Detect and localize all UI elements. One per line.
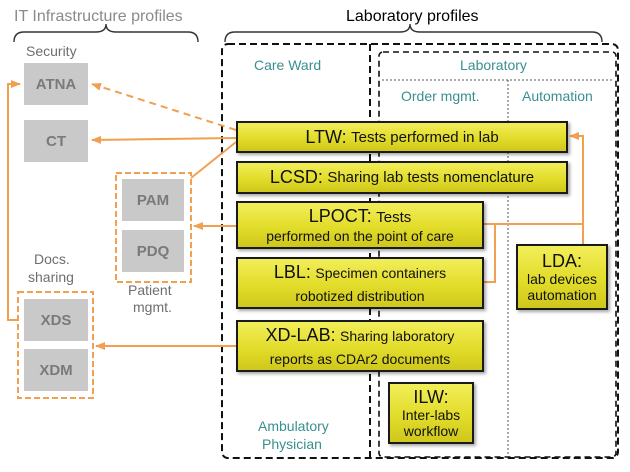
pam-box: PAM <box>122 179 184 221</box>
xdlab-desc-2: reports as CDAr2 documents <box>269 350 451 367</box>
laboratory-profiles-header: Laboratory profiles <box>346 8 479 25</box>
lda-profile-box: LDA: lab devices automation <box>516 244 608 310</box>
laboratory-frame <box>378 51 617 458</box>
ltw-desc: Tests performed in lab <box>351 128 499 146</box>
lpoct-desc-1: Tests <box>376 209 412 227</box>
xdlab-name: XD-LAB: <box>265 325 336 346</box>
patient-mgmt-label-1: Patient <box>128 282 172 298</box>
care-ward-label: Care Ward <box>254 57 322 73</box>
ilw-desc-1: Inter-labs <box>401 407 461 424</box>
ambulatory-label-2: Physician <box>262 436 322 452</box>
lbl-name: LBL: <box>273 262 311 283</box>
lcsd-desc: Sharing lab tests nomenclature <box>327 169 535 186</box>
lcsd-profile-box: LCSD: Sharing lab tests nomenclature <box>236 161 568 194</box>
lcsd-name: LCSD: <box>269 167 323 187</box>
lpoct-desc-2: performed on the point of care <box>266 227 454 244</box>
lda-name: LDA: <box>541 250 583 271</box>
atna-box: ATNA <box>24 63 88 105</box>
laboratory-label: Laboratory <box>460 57 527 73</box>
pdq-box: PDQ <box>122 230 184 272</box>
patient-mgmt-group <box>115 172 192 283</box>
lab-brace <box>224 23 603 43</box>
ltw-profile-box: LTW: Tests performed in lab <box>236 121 568 153</box>
ltw-to-atna-arrow <box>91 82 237 131</box>
patient-mgmt-label-2: mgmt. <box>133 299 172 315</box>
lbl-profile-box: LBL: Specimen containers robotized distr… <box>236 257 484 309</box>
lpoct-profile-box: LPOCT: Tests performed on the point of c… <box>236 201 484 249</box>
order-mgmt-label: Order mgmt. <box>401 88 480 104</box>
it-infrastructure-header: IT Infrastructure profiles <box>14 8 183 25</box>
docs-sharing-label-1: Docs. <box>34 251 70 267</box>
lda-to-ltw-arrow <box>569 132 584 244</box>
ilw-desc-2: workflow <box>403 423 459 440</box>
ltw-name: LTW: <box>305 126 347 147</box>
security-label: Security <box>26 43 77 59</box>
ilw-profile-box: ILW: Inter-labs workflow <box>388 382 474 444</box>
xdlab-desc-1: Sharing laboratory <box>340 328 455 345</box>
lbl-desc-1: Specimen containers <box>315 265 447 282</box>
xdlab-profile-box: XD-LAB: Sharing laboratory reports as CD… <box>236 320 484 372</box>
lda-desc-1: lab devices <box>526 271 598 288</box>
lbl-desc-2: robotized distribution <box>295 287 425 304</box>
ct-box: CT <box>24 120 88 162</box>
ilw-name: ILW: <box>413 386 449 407</box>
it-brace <box>13 23 199 43</box>
lpoct-name: LPOCT: <box>308 206 372 227</box>
docs-sharing-label-2: sharing <box>28 269 74 285</box>
docs-sharing-group <box>17 291 94 399</box>
lab-profiles-frame <box>221 43 619 459</box>
lda-desc-2: automation <box>527 287 597 304</box>
xdm-box: XDM <box>24 349 88 391</box>
ltw-to-pam-arrow <box>190 141 237 179</box>
xds-box: XDS <box>24 299 88 341</box>
xds-to-atna-arrow <box>7 80 21 321</box>
ambulatory-label-1: Ambulatory <box>258 418 329 434</box>
automation-label: Automation <box>522 88 593 104</box>
lbl-link-line <box>484 224 496 283</box>
ltw-to-ct-arrow <box>91 135 237 144</box>
